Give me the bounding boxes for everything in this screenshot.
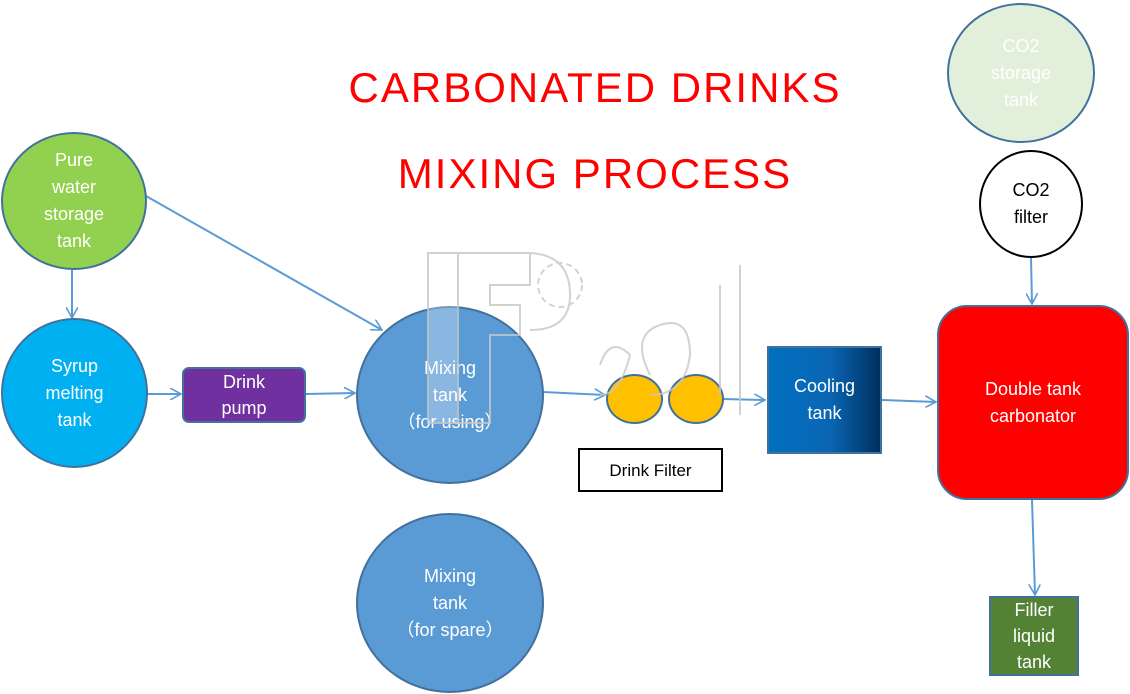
mixing-tank-for-using[interactable]: Mixing tank （for using） bbox=[356, 306, 544, 484]
mixing-tank-for-spare[interactable]: Mixing tank （for spare） bbox=[356, 513, 544, 693]
cooling-label: Cooling tank bbox=[793, 376, 856, 423]
drink-pump[interactable]: Drink pump bbox=[182, 367, 306, 423]
drink-filter-label-box: Drink Filter bbox=[578, 448, 723, 492]
edge-pure-water-to-mixing bbox=[145, 195, 382, 331]
edge-co2-filter-to-carbonator bbox=[1031, 257, 1032, 304]
drink-filter-label: Drink Filter bbox=[609, 460, 692, 480]
edge-cooling-to-carbonator bbox=[881, 400, 936, 402]
pure-water-label: Pure water storage tank bbox=[43, 150, 105, 251]
filler-label: Filler liquid tank bbox=[1012, 600, 1056, 672]
mixing-spare-label: Mixing tank （for spare） bbox=[396, 565, 504, 640]
pump-label: Drink pump bbox=[221, 372, 267, 418]
title-line-2: MIXING PROCESS bbox=[397, 150, 793, 197]
pure-water-storage-tank[interactable]: Pure water storage tank bbox=[1, 132, 147, 270]
edge-filter-to-cooling bbox=[722, 399, 765, 400]
drink-filter-unit-1[interactable] bbox=[606, 374, 663, 424]
edge-pump-to-mixing bbox=[305, 393, 355, 394]
syrup-label: Syrup melting tank bbox=[45, 355, 104, 430]
co2-filter[interactable]: CO2 filter bbox=[979, 150, 1083, 258]
double-tank-carbonator[interactable]: Double tank carbonator bbox=[937, 305, 1129, 500]
co2-storage-tank[interactable]: CO2 storage tank bbox=[947, 3, 1095, 143]
mixing-using-label: Mixing tank （for using） bbox=[397, 357, 503, 432]
edge-mixing-to-filter bbox=[542, 392, 605, 395]
filler-liquid-tank[interactable]: Filler liquid tank bbox=[989, 596, 1079, 676]
drink-filter-unit-2[interactable] bbox=[668, 374, 724, 424]
title-line-1: CARBONATED DRINKS bbox=[348, 64, 842, 111]
co2-filter-label: CO2 filter bbox=[1012, 180, 1050, 227]
cooling-tank[interactable]: Cooling tank bbox=[767, 346, 882, 454]
edge-carbonator-to-filler bbox=[1032, 499, 1035, 595]
syrup-melting-tank[interactable]: Syrup melting tank bbox=[1, 318, 148, 468]
carbonator-label: Double tank carbonator bbox=[984, 378, 1082, 426]
co2-storage-label: CO2 storage tank bbox=[990, 35, 1052, 110]
